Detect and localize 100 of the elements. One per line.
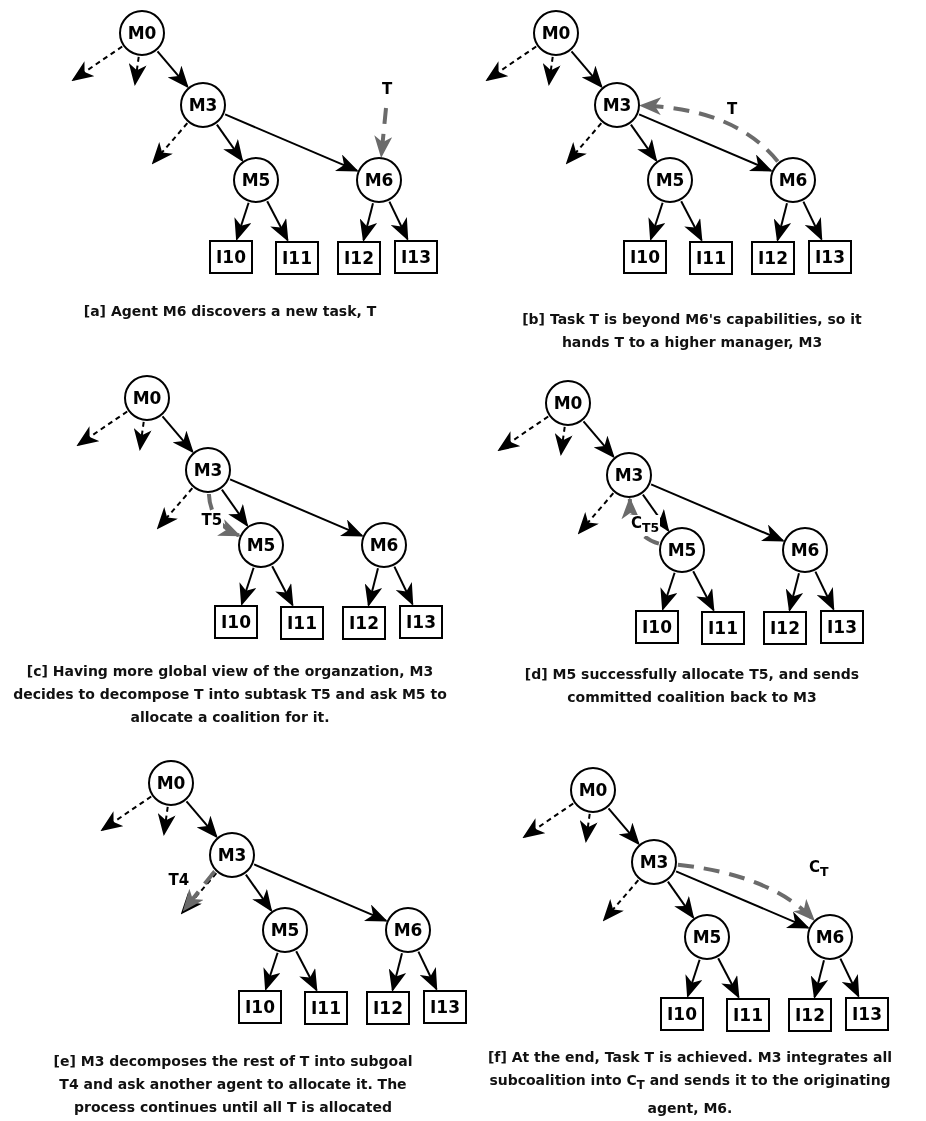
agent-circle: M5 — [262, 907, 308, 953]
dashed-arrow — [622, 497, 660, 546]
edge-label: T5 — [200, 512, 224, 528]
dashed-arrow — [639, 97, 780, 163]
agent-circle: M6 — [782, 527, 828, 573]
agent-box: I12 — [366, 991, 410, 1025]
arrow — [814, 570, 835, 611]
agent-box: I10 — [209, 240, 253, 274]
agent-box: I11 — [701, 611, 745, 645]
arrow — [220, 488, 249, 528]
edge-label: T4 — [167, 872, 191, 888]
arrow — [650, 483, 785, 542]
agent-box: I10 — [660, 997, 704, 1031]
dashed-arrow — [522, 802, 575, 839]
agent-circle: M3 — [209, 832, 255, 878]
arrow — [253, 863, 388, 922]
agent-box: I13 — [399, 605, 443, 639]
dashed-arrow — [133, 420, 152, 451]
dashed-arrow — [542, 55, 561, 86]
dashed-arrow — [157, 805, 176, 836]
dashed-arrow — [485, 45, 538, 82]
agent-circle: M3 — [185, 447, 231, 493]
panel-caption: [f] At the end, Task T is achieved. M3 integrates all subcoalition into C$_{T}$ and sends it to the originating agent, M6. — [486, 1048, 894, 1118]
edge-label: C$_{T5}$ — [630, 514, 661, 536]
agent-circle: M3 — [594, 82, 640, 128]
agent-circle: M0 — [570, 767, 616, 813]
agent-circle: M0 — [119, 10, 165, 56]
agent-circle: M6 — [770, 157, 816, 203]
agent-box: I12 — [337, 241, 381, 275]
agent-circle: M0 — [124, 375, 170, 421]
agent-box: I13 — [845, 997, 889, 1031]
arrow — [680, 200, 703, 242]
agent-circle: M6 — [385, 907, 431, 953]
dashed-arrow — [579, 812, 598, 843]
agent-box: I13 — [394, 240, 438, 274]
arrow — [785, 572, 804, 612]
agent-circle: M3 — [631, 839, 677, 885]
arrow — [156, 50, 189, 89]
arrow — [388, 200, 409, 241]
dashed-arrow — [100, 795, 153, 832]
agent-box: I11 — [304, 991, 348, 1025]
arrow — [641, 493, 670, 533]
arrow — [239, 566, 257, 606]
agent-circle: M5 — [233, 157, 279, 203]
agent-box: I13 — [423, 990, 467, 1024]
arrow — [802, 200, 823, 241]
arrow — [607, 807, 640, 846]
dashed-arrow — [374, 107, 393, 159]
agent-box: I12 — [763, 611, 807, 645]
dashed-arrow — [151, 122, 189, 165]
arrow — [570, 50, 603, 89]
dashed-arrow — [76, 410, 129, 447]
agent-circle: M6 — [807, 914, 853, 960]
arrow — [393, 565, 414, 606]
dashed-arrow — [677, 862, 815, 922]
arrow — [266, 200, 289, 242]
agent-box: I12 — [342, 606, 386, 640]
agent-box: I11 — [275, 241, 319, 275]
agent-box: I10 — [623, 240, 667, 274]
dashed-arrow — [554, 425, 573, 456]
panel-caption: [d] M5 successfully allocate T5, and sends committed coalition back to M3 — [523, 665, 861, 707]
arrow — [185, 800, 218, 839]
agent-circle: M3 — [606, 452, 652, 498]
dashed-arrow — [602, 879, 640, 922]
arrow — [295, 950, 318, 992]
dashed-arrow — [577, 492, 615, 535]
dashed-arrow — [156, 487, 194, 530]
agent-circle: M5 — [238, 522, 284, 568]
agent-box: I10 — [238, 990, 282, 1024]
dashed-arrow — [128, 55, 147, 86]
arrow — [359, 202, 378, 242]
arrow — [388, 952, 407, 992]
agent-circle: M6 — [361, 522, 407, 568]
agent-circle: M5 — [659, 527, 705, 573]
arrow — [638, 113, 773, 172]
arrow — [582, 420, 615, 459]
agent-box: I13 — [820, 610, 864, 644]
arrow — [675, 870, 810, 929]
arrow — [692, 570, 715, 612]
agent-box: I12 — [751, 241, 795, 275]
panel-caption: [b] Task T is beyond M6's capabilities, so it hands T to a higher manager, M3 — [521, 310, 863, 352]
agent-circle: M5 — [647, 157, 693, 203]
agent-circle: M5 — [684, 914, 730, 960]
arrow — [244, 873, 273, 913]
dashed-arrow — [497, 415, 550, 452]
agent-box: I13 — [808, 240, 852, 274]
arrow — [648, 201, 666, 241]
agent-box: I10 — [635, 610, 679, 644]
panel-caption: [c] Having more global view of the organzation, M3 decides to decompose T into subtask T5 and ask M5 to allocate a coalition for it. — [12, 662, 448, 727]
agent-circle: M3 — [180, 82, 226, 128]
arrow — [717, 957, 740, 999]
arrow — [161, 415, 194, 454]
agent-box: I11 — [280, 606, 324, 640]
edge-label: T — [381, 81, 394, 97]
edge-label: T — [726, 101, 739, 117]
arrow — [810, 959, 829, 999]
arrow — [629, 123, 658, 163]
arrow — [364, 567, 383, 607]
arrow — [215, 123, 244, 163]
panel-caption: [e] M3 decomposes the rest of T into subgoal T4 and ask another agent to allocate it. The process continues until all T is allocated — [52, 1052, 414, 1117]
